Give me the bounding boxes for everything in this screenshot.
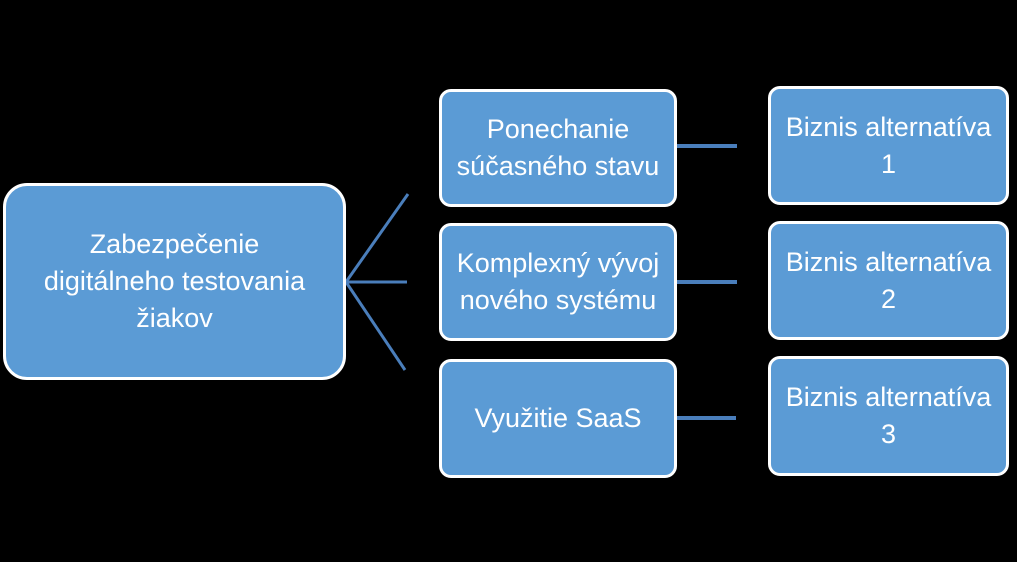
root-node-label-line: žiakov [136, 303, 213, 333]
alternative-node-3: Biznis alternatíva 3 [768, 356, 1009, 476]
option-node-label-line: Využitie SaaS [474, 403, 642, 433]
alternative-node-label-line: Biznis alternatíva [785, 382, 992, 412]
alternative-node-label-line: Biznis alternatíva [785, 111, 992, 142]
alternative-node-number: 2 [880, 283, 897, 314]
option-node-saas: Využitie SaaS [439, 359, 677, 478]
alternative-node-1: Biznis alternatíva 1 [768, 86, 1009, 205]
option-node-label-line: súčasného stavu [456, 151, 660, 181]
root-node-label-line: Zabezpečenie [89, 229, 260, 259]
option-node-label-line: Ponechanie [486, 114, 630, 144]
option-node-keep-current-state: Ponechanie súčasného stavu [439, 89, 677, 207]
alternative-node-number: 3 [880, 419, 897, 449]
option-node-label-line: nového systému [459, 285, 657, 315]
root-node-label-line: digitálneho testovania [43, 266, 306, 296]
connector-root-option-1 [344, 193, 410, 283]
alternative-node-number: 1 [880, 148, 897, 179]
alternative-node-2: Biznis alternatíva 2 [768, 221, 1009, 340]
connector-root-option-3 [344, 281, 407, 371]
root-node: Zabezpečenie digitálneho testovania žiak… [3, 183, 346, 380]
option-node-complex-development: Komplexný vývoj nového systému [439, 223, 677, 341]
option-node-label-line: Komplexný vývoj [456, 248, 660, 278]
alternative-node-label-line: Biznis alternatíva [785, 246, 992, 277]
